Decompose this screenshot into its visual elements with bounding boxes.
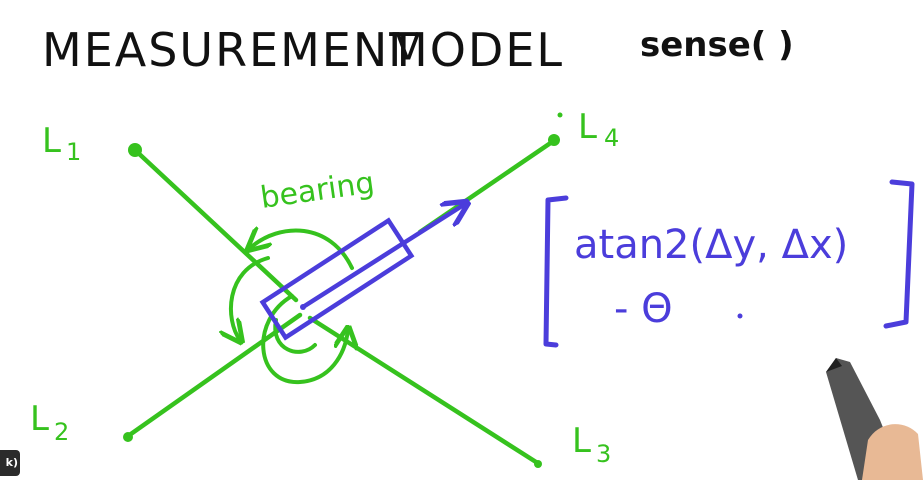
bearing-arc-upper	[250, 230, 354, 270]
svg-text:2: 2	[54, 418, 69, 446]
svg-text:3: 3	[596, 440, 611, 468]
robot-heading-arrow	[300, 204, 465, 310]
landmark-l1-dot	[128, 143, 142, 157]
bearing-label: bearing	[258, 165, 376, 216]
left-bracket	[543, 195, 569, 348]
landmark-label-l2: L 2	[30, 399, 69, 446]
svg-text:L: L	[578, 107, 597, 147]
svg-text:L: L	[30, 399, 49, 439]
hand	[862, 424, 923, 480]
landmark-label-l1: L 1	[42, 121, 81, 166]
bearing-arc-inner	[273, 318, 317, 354]
landmark-l3-dot	[534, 460, 542, 468]
line-l1	[132, 147, 299, 303]
pen-in-hand	[826, 358, 923, 480]
formula-line2: - Θ	[614, 286, 673, 332]
bearing-arcs	[231, 230, 354, 385]
line-l3	[307, 315, 539, 465]
svg-text:L: L	[572, 421, 591, 461]
robot	[259, 204, 465, 341]
bearing-arc-lower	[261, 294, 348, 385]
function-name: sense( )	[640, 25, 794, 65]
landmark-l4-extra-dot	[557, 112, 563, 118]
landmark-label-l4: L 4	[578, 107, 619, 152]
line-l2	[125, 312, 303, 439]
title-measurement: MEASUREMENT	[42, 23, 419, 77]
title-model: MODEL	[388, 23, 564, 77]
landmark-l2-dot	[123, 432, 133, 442]
formula-brackets	[543, 179, 915, 348]
robot-center-dot	[300, 304, 306, 310]
svg-text:1: 1	[66, 138, 81, 166]
formula-line1: atan2(Δy, Δx)	[574, 222, 848, 268]
svg-text:4: 4	[604, 124, 619, 152]
robot-body	[259, 217, 415, 341]
right-bracket	[883, 179, 915, 329]
landmark-label-l3: L 3	[572, 421, 611, 468]
landmark-l4-dot	[548, 134, 560, 146]
formula-dot	[737, 313, 743, 319]
landmark-dots	[123, 112, 563, 468]
bearing-arc-left	[231, 256, 270, 340]
svg-text:L: L	[42, 121, 61, 161]
player-badge[interactable]: k)	[0, 450, 20, 476]
pen-tip	[826, 358, 842, 372]
